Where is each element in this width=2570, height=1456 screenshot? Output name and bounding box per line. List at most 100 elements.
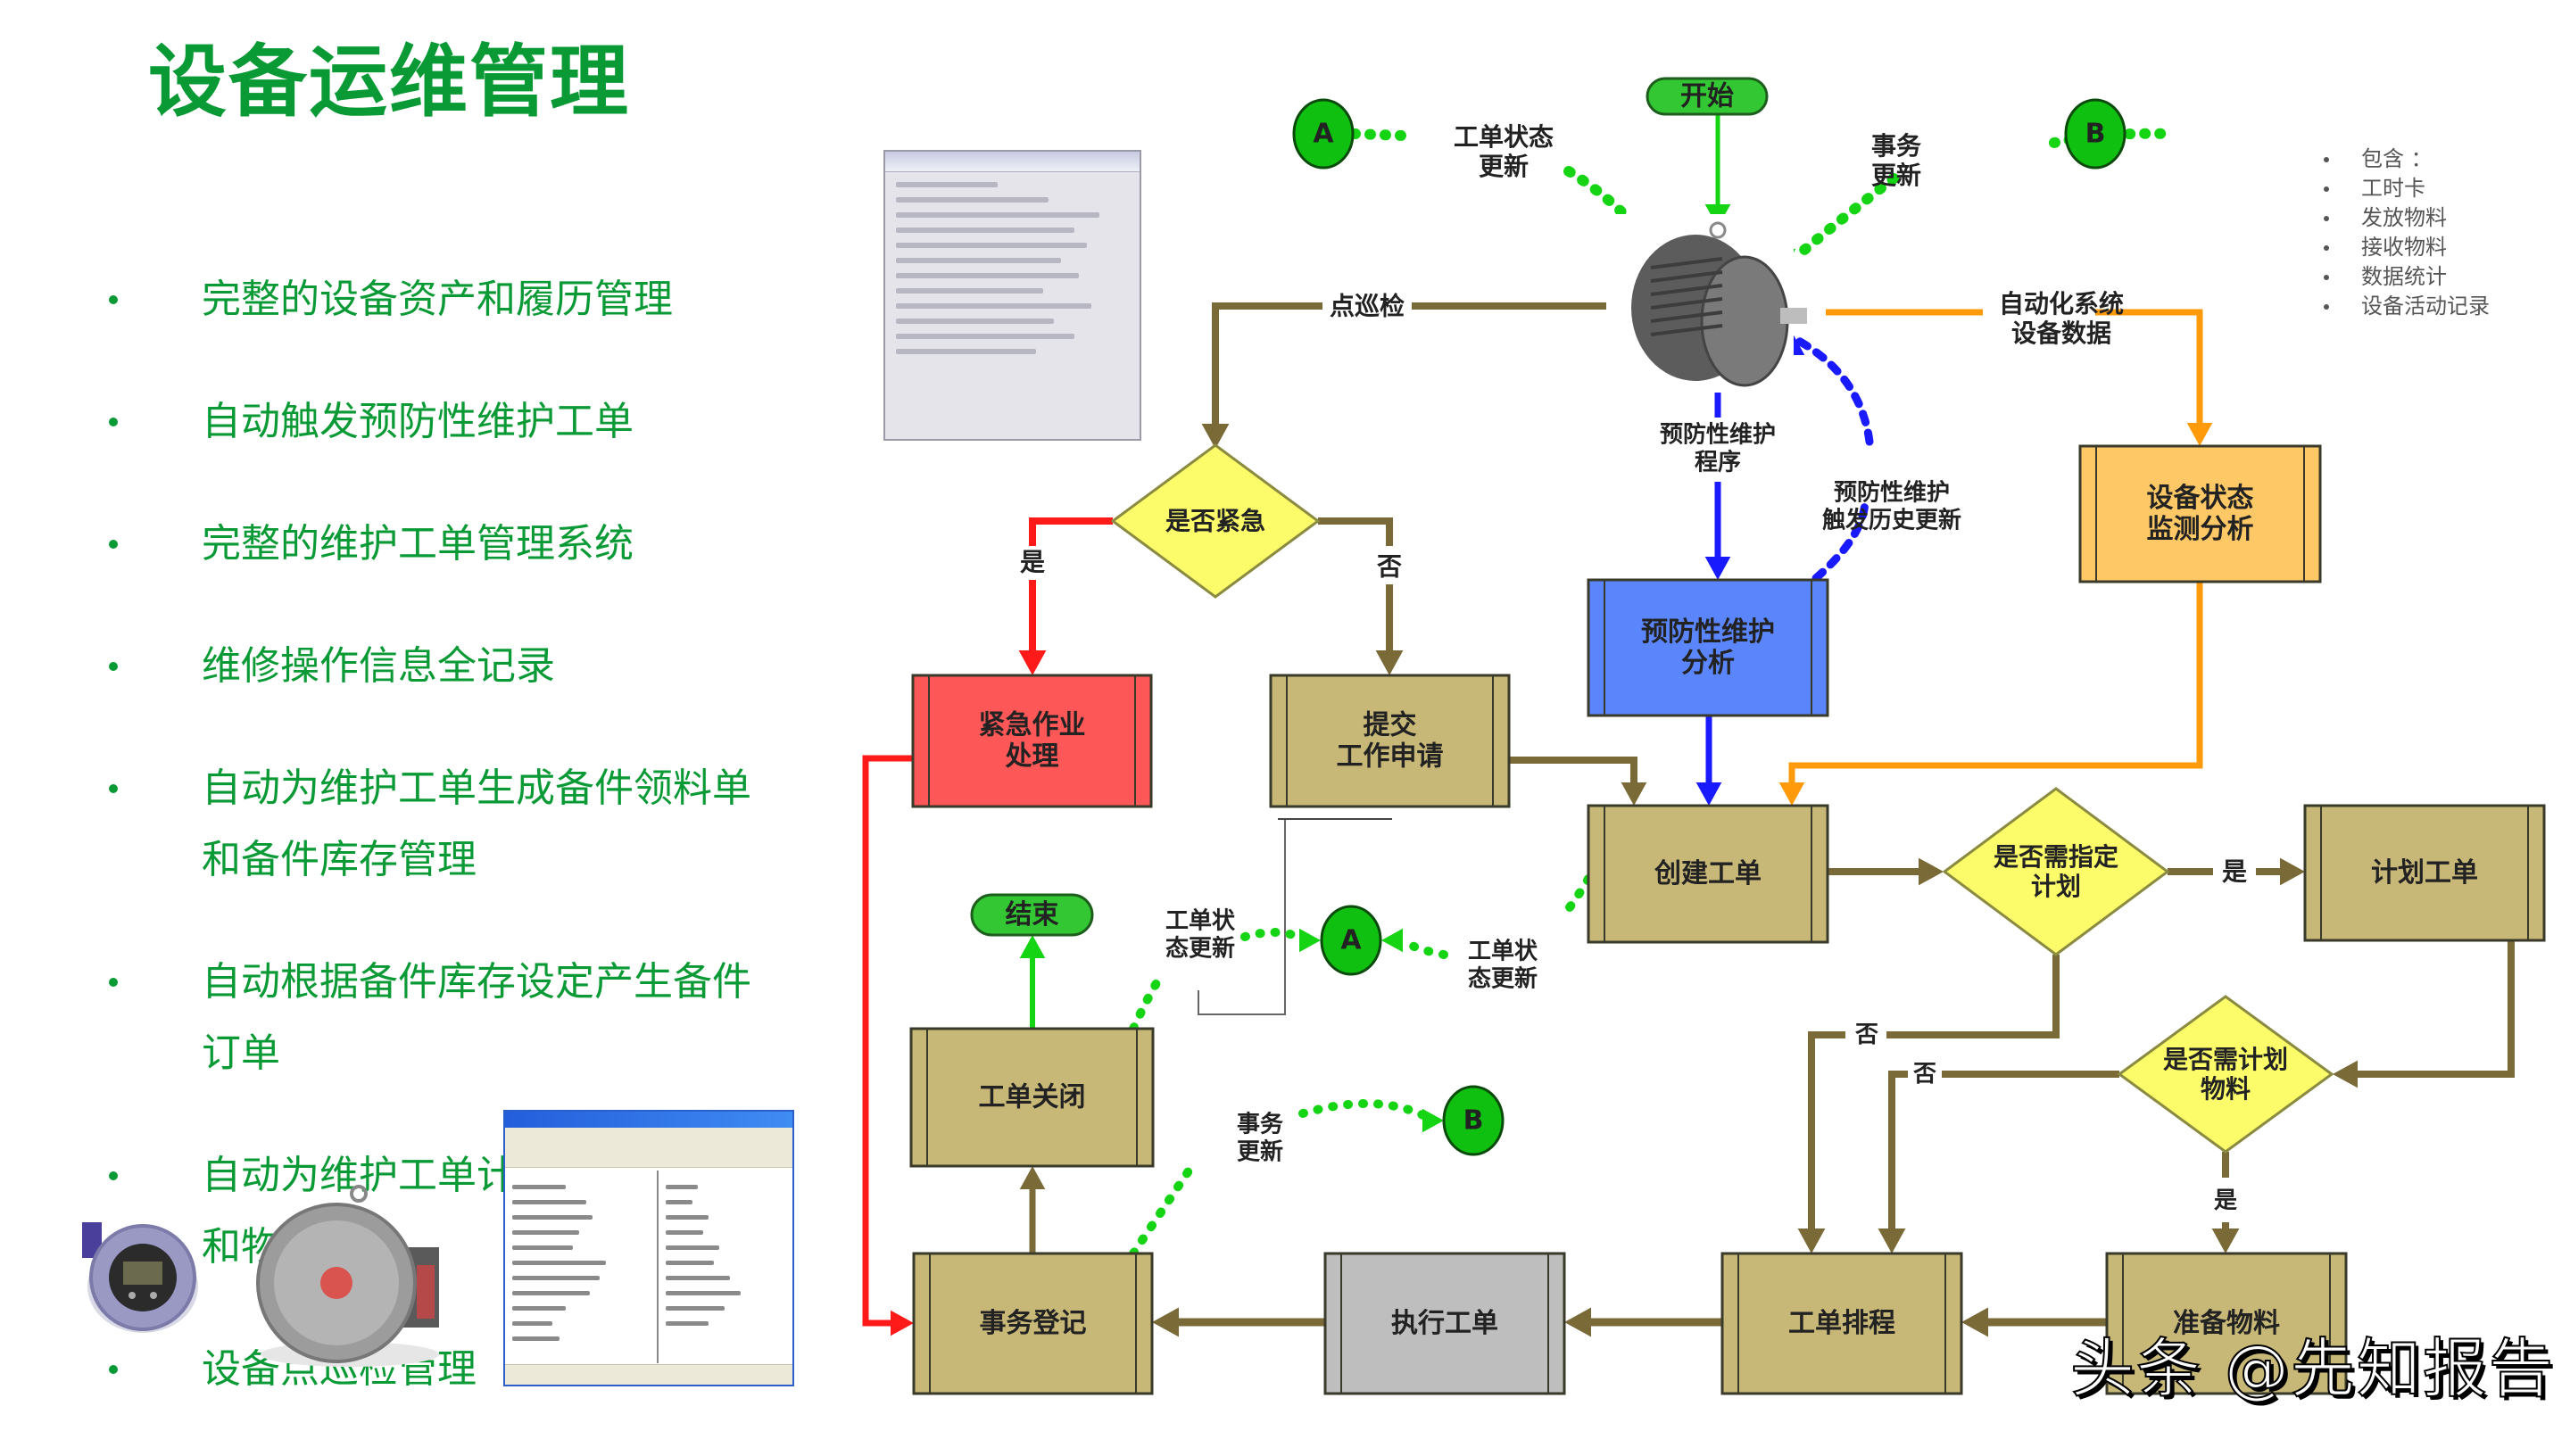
process-create-wo: 创建工单 (1587, 804, 1829, 944)
bullet-icon (109, 978, 118, 987)
window-statusbar (505, 1364, 792, 1385)
arrowhead-icon (1201, 424, 1230, 449)
process-box (909, 1027, 1155, 1168)
edge-label: 态更新 (1468, 964, 1538, 992)
arrowhead-icon (2280, 857, 2305, 886)
terminal-label: 开始 (1680, 81, 1734, 112)
connector-b-bottom: B (1442, 1085, 1505, 1156)
flow-connector (1318, 517, 1393, 546)
process-plan-wo: 计划工单 (2303, 804, 2546, 942)
note-item: 工时卡 (2320, 174, 2490, 203)
arrowhead-icon (1019, 1166, 1046, 1189)
terminal-shape (970, 893, 1094, 937)
process-label: 工单关闭 (979, 1082, 1086, 1113)
process-label: 紧急作业 (979, 709, 1086, 740)
flow-connector (1788, 173, 1899, 264)
electric-motor-image (256, 1185, 439, 1367)
flow-connector (2356, 940, 2515, 1078)
edge-label: 程序 (1695, 448, 1741, 476)
terminal-label: 结束 (1006, 899, 1059, 931)
process-label: 预防性维护 (1641, 616, 1775, 648)
end-terminal: 结束 (970, 893, 1094, 937)
feature-item: 维修操作信息全记录 (98, 631, 776, 702)
feature-item: 自动根据备件库存设定产生备件订单 (98, 947, 776, 1089)
process-box (2303, 804, 2546, 942)
motor-endcap (1700, 255, 1789, 387)
arrowhead-icon (891, 1310, 914, 1336)
edge-label: 事务 (1237, 1112, 1283, 1138)
motor-icon (1615, 214, 1807, 393)
process-label: 事务登记 (980, 1308, 1087, 1339)
arrowhead-icon (1778, 782, 1805, 806)
decision-label: 物料 (2201, 1074, 2251, 1104)
arrowhead-icon (1422, 1108, 1444, 1133)
process-box (1587, 804, 1829, 944)
arrowhead-icon (1381, 928, 1403, 953)
motor-fin (1650, 310, 1723, 323)
edge-label: 态更新 (1165, 934, 1235, 962)
process-label: 工作申请 (1337, 741, 1444, 773)
connector-label: A (1313, 119, 1334, 150)
note-item: 接收物料 (2320, 233, 2490, 262)
process-close-wo: 工单关闭 (909, 1027, 1155, 1168)
flow-connector (2095, 309, 2203, 428)
arrowhead-icon (1961, 1307, 1988, 1337)
connector-circle (1442, 1085, 1505, 1156)
decision-label: 是否需计划 (2163, 1045, 2288, 1074)
edge-label: 预防性维护 (1834, 479, 1950, 507)
edge-label: 设备数据 (2011, 318, 2111, 348)
flow-connector (1029, 517, 1113, 546)
edge-label: 是 (1020, 548, 1045, 577)
decision-diamond (1942, 787, 2170, 956)
process-schedule-wo: 工单排程 (1720, 1252, 1963, 1395)
motor-fin (1650, 284, 1723, 296)
arrowhead-icon (1375, 650, 1404, 675)
decision-diamond (1110, 443, 1321, 599)
process-box (911, 674, 1153, 808)
motor-fin (1650, 270, 1723, 283)
process-label: 设备状态 (2147, 483, 2254, 514)
feature-item: 完整的设备资产和履历管理 (98, 264, 776, 335)
edge-label: 工单状 (1165, 908, 1236, 935)
edge-label: 点巡检 (1330, 292, 1405, 321)
motor-eyebolt (1709, 221, 1727, 239)
connector-b-top: B (2064, 98, 2126, 170)
connector-circle (1320, 905, 1382, 976)
arrowhead-icon (2186, 423, 2213, 446)
window-toolbar (505, 1128, 792, 1168)
bullet-icon (109, 1365, 118, 1374)
note-item: 设备活动记录 (2320, 292, 2490, 321)
terminal-shape (1646, 77, 1769, 116)
asset-form-screenshot (883, 150, 1141, 441)
edge-label: 否 (1855, 1022, 1878, 1048)
process-box (2078, 444, 2322, 583)
process-label: 监测分析 (2147, 514, 2254, 545)
edge-label: 工单状 (1468, 939, 1538, 965)
arrowhead-icon (1018, 650, 1047, 675)
flow-connector (1562, 874, 1593, 916)
process-label: 计划工单 (2371, 857, 2478, 889)
window-titlebar (885, 152, 1140, 172)
process-label: 创建工单 (1654, 858, 1762, 889)
process-label: 工单排程 (1788, 1308, 1895, 1339)
arrowhead-icon (1019, 935, 1046, 958)
flow-connector (1349, 128, 1408, 141)
arrowhead-icon (1299, 928, 1321, 953)
temperature-transmitter-image (82, 1222, 198, 1333)
equipment-tree-screenshot (503, 1110, 794, 1386)
bullet-icon (109, 784, 118, 793)
process-prepare-material: 准备物料 (2105, 1252, 2348, 1395)
flow-connector (1888, 1071, 1908, 1231)
edge-label: 否 (1377, 552, 1402, 582)
feature-item: 完整的维护工单管理系统 (98, 509, 776, 580)
flow-connector (1129, 972, 1165, 1033)
process-box (912, 1252, 1154, 1395)
flow-connector (1509, 757, 1637, 785)
includes-note-list: 包含 ： 工时卡 发放物料 接收物料 数据统计 设备活动记录 (2320, 145, 2490, 321)
edge-label: 更新 (1237, 1138, 1283, 1165)
